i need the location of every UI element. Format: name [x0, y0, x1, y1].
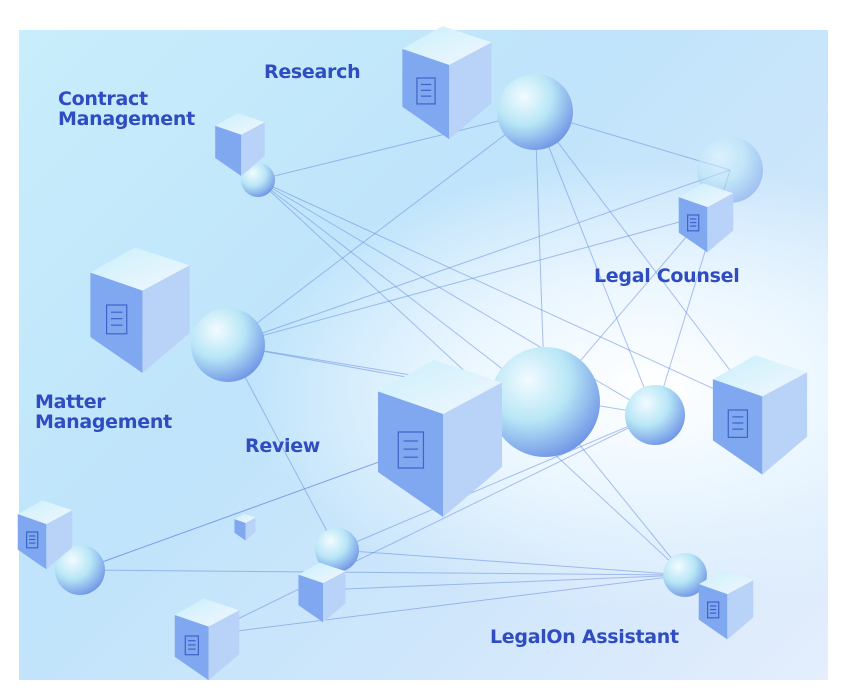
connection-line [227, 214, 706, 346]
cube-side-face [443, 382, 502, 517]
node-sphere [497, 74, 573, 150]
cube-top-face [402, 26, 492, 66]
cube-side-face [727, 580, 754, 640]
cube-top-face [298, 562, 346, 584]
connection-lines [79, 111, 761, 636]
cube-top-face [234, 513, 256, 523]
cube-front-face [378, 391, 444, 517]
cube-top-face [174, 598, 240, 627]
node-sphere [191, 308, 265, 382]
label-matter-management: Matter Management [35, 391, 172, 433]
label-review: Review [245, 435, 321, 457]
review-cube [378, 360, 502, 517]
cube-front-face [90, 272, 143, 373]
cube-front-face [215, 125, 242, 176]
research-cube [402, 26, 492, 140]
cube-top-face [215, 113, 265, 135]
legal-counsel-cube [678, 183, 734, 253]
cube-top-face [678, 183, 734, 208]
cube-side-face [323, 571, 346, 623]
document-icon [727, 409, 749, 438]
node-sphere [625, 385, 685, 445]
cube [17, 500, 73, 570]
cubes [17, 26, 808, 681]
connection-line [257, 179, 761, 411]
label-contract-management: Contract Management [58, 88, 195, 130]
document-icon [106, 304, 128, 335]
cube-front-face [174, 614, 209, 681]
connection-line [79, 569, 686, 576]
connection-line [534, 111, 656, 416]
cube [298, 562, 346, 623]
node-sphere [490, 347, 600, 457]
cube-front-face [712, 379, 763, 475]
node-sphere [55, 545, 105, 595]
document-icon [416, 77, 436, 105]
connection-line [227, 169, 731, 346]
document-icon [707, 601, 720, 619]
node-sphere [697, 137, 763, 203]
cube-icon [106, 304, 128, 335]
document-icon [184, 635, 199, 656]
cube-icon [727, 409, 749, 438]
cube-icon [416, 77, 436, 105]
cube-side-face [142, 265, 190, 373]
cube-side-face [762, 372, 808, 475]
cube-front-face [698, 584, 728, 640]
cube-top-face [17, 500, 73, 525]
cube-top-face [378, 360, 502, 414]
cube-side-face [241, 122, 265, 176]
cube-side-face [46, 510, 73, 570]
legal-counsel-cube-2 [712, 355, 808, 475]
document-icon [397, 431, 425, 469]
cube-top-face [712, 355, 808, 397]
connection-line [227, 344, 338, 551]
connection-line [204, 574, 686, 636]
connection-line [534, 111, 761, 411]
cube-front-face [234, 519, 246, 541]
connection-line [321, 574, 686, 591]
node-sphere [241, 163, 275, 197]
connection-line [336, 414, 656, 551]
document-icon [26, 531, 39, 549]
connection-line [336, 549, 686, 576]
cube-icon [184, 635, 199, 656]
cube-front-face [17, 514, 47, 570]
cube [174, 598, 240, 681]
connection-line [257, 179, 546, 403]
label-legalon-assistant: LegalOn Assistant [490, 626, 679, 648]
cube-side-face [245, 517, 256, 541]
cube-icon [687, 214, 700, 232]
connection-line [257, 111, 536, 181]
node-sphere [663, 553, 707, 597]
node-sphere [315, 528, 359, 572]
cube-icon [397, 431, 425, 469]
label-legal-counsel: Legal Counsel [594, 265, 740, 287]
contract-management-cube [215, 113, 265, 176]
cube-icon [707, 601, 720, 619]
cube-front-face [402, 48, 450, 140]
cube-front-face [678, 197, 708, 253]
cube-top-face [90, 247, 190, 291]
cube [234, 513, 256, 541]
cube-side-face [208, 610, 240, 681]
nodes [55, 74, 763, 597]
matter-management-cube [90, 247, 190, 373]
legalon-assistant-cube [698, 570, 754, 640]
document-icon [687, 214, 700, 232]
connection-line [204, 414, 656, 636]
label-research: Research [264, 61, 361, 83]
connection-line [227, 111, 536, 346]
cube-side-face [707, 193, 734, 253]
cube-icon [26, 531, 39, 549]
cube-top-face [698, 570, 754, 595]
cube-front-face [298, 574, 324, 623]
cube-side-face [449, 42, 492, 140]
